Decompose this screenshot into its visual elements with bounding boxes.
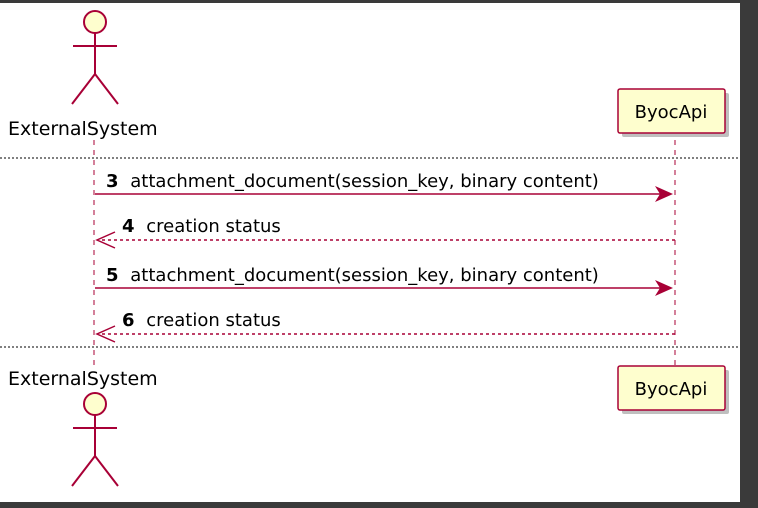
- arrowhead-icon: [95, 325, 116, 343]
- message-6: 6 creation status: [95, 310, 675, 343]
- svg-text:3 attachment_document(se: 3 attachment_document(session_key, binar…: [106, 171, 599, 192]
- svg-text:5 attachment_document(se: 5 attachment_document(session_key, binar…: [106, 265, 599, 286]
- window-frame-bottom: [0, 502, 758, 508]
- participant-box-bottom: ByocApi: [617, 365, 729, 414]
- message-text: creation status: [146, 310, 281, 331]
- arrowhead-icon: [95, 231, 116, 249]
- actor-label-bottom: ExternalSystem: [8, 368, 158, 390]
- message-text: attachment_document(session_key, binary …: [130, 171, 599, 192]
- message-text: creation status: [146, 216, 281, 237]
- message-text: attachment_document(session_key, binary …: [130, 265, 599, 286]
- participant-label-top: ByocApi: [635, 102, 708, 123]
- actor-label-top: ExternalSystem: [8, 118, 158, 140]
- participant-box-top: ByocApi: [617, 88, 729, 137]
- message-3: 3 attachment_document(session_key, binar…: [95, 171, 673, 202]
- actor-figure-bottom: [71, 392, 119, 487]
- actor-head-icon: [83, 392, 107, 416]
- diagram-background: [0, 3, 740, 502]
- message-number: 3: [106, 171, 119, 192]
- actor-head-icon: [83, 10, 107, 34]
- message-number: 4: [122, 216, 135, 237]
- actor-figure-top: [71, 10, 119, 105]
- arrowhead-icon: [655, 186, 673, 202]
- window-frame-top: [0, 0, 758, 3]
- message-number: 6: [122, 310, 135, 331]
- message-4: 4 creation status: [95, 216, 675, 249]
- arrowhead-icon: [655, 280, 673, 296]
- participant-label-bottom: ByocApi: [635, 379, 708, 400]
- svg-text:4 creation status: 4 creation status: [122, 216, 281, 237]
- window-frame-right: [740, 0, 758, 508]
- svg-text:6 creation status: 6 creation status: [122, 310, 281, 331]
- message-number: 5: [106, 265, 119, 286]
- message-5: 5 attachment_document(session_key, binar…: [95, 265, 673, 296]
